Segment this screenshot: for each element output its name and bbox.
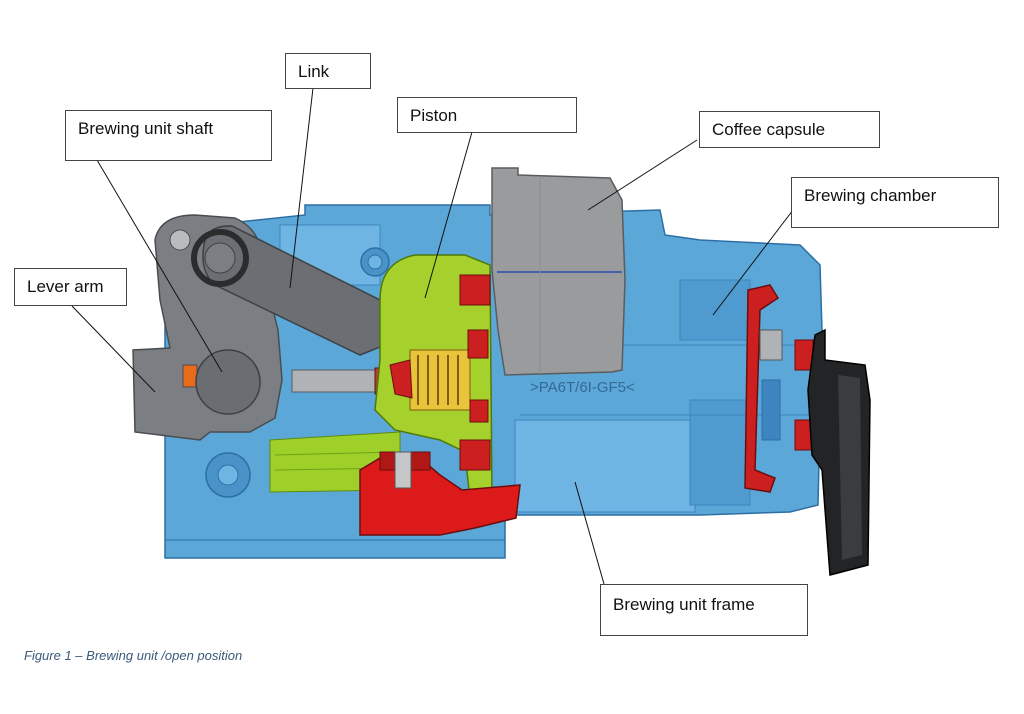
brewing-unit-shaft-label: Brewing unit shaft xyxy=(65,110,272,161)
figure-caption: Figure 1 – Brewing unit /open position xyxy=(24,648,243,663)
brewing-chamber-part xyxy=(744,284,814,493)
piston-seals xyxy=(459,274,491,471)
link-label: Link xyxy=(285,53,371,89)
link-part xyxy=(191,225,391,356)
leader-lines xyxy=(71,87,794,585)
part-marking-text: >PA6T/6I-GF5< xyxy=(530,379,635,396)
coffee-capsule-part xyxy=(491,167,626,376)
coffee-capsule-label: Coffee capsule xyxy=(699,111,880,148)
brewing-chamber-label: Brewing chamber xyxy=(791,177,999,228)
brewing-unit-shaft-part xyxy=(195,349,261,415)
piston-label: Piston xyxy=(397,97,577,133)
piston-part xyxy=(374,254,493,501)
lever-arm-label: Lever arm xyxy=(14,268,127,306)
brewing-unit-frame-label: Brewing unit frame xyxy=(600,584,808,636)
